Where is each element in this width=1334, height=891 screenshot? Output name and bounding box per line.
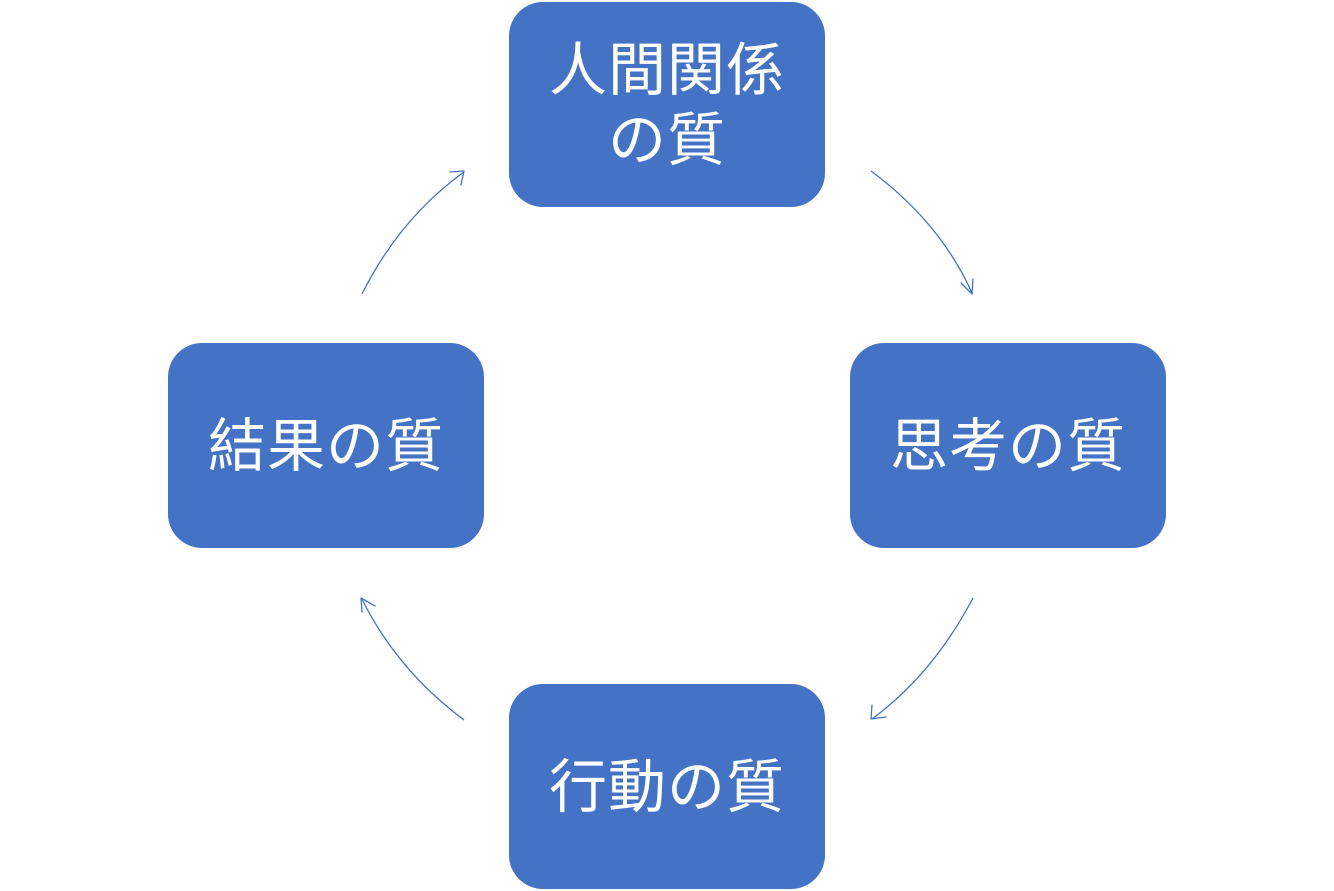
node-label: 結果の質 (207, 411, 444, 480)
arrowhead-icon (449, 170, 465, 186)
arrow-top-to-right (870, 170, 974, 295)
node-label: 人間関係の質 (548, 35, 785, 174)
node-result-quality: 結果の質 (168, 343, 484, 548)
node-action-quality: 行動の質 (509, 684, 825, 889)
arrowhead-icon (870, 704, 887, 720)
node-label: 行動の質 (548, 752, 785, 821)
arrow-right-to-bottom (870, 597, 974, 720)
node-thinking-quality: 思考の質 (850, 343, 1166, 548)
node-label: 思考の質 (889, 411, 1126, 480)
arrowhead-icon (360, 597, 376, 613)
arrow-bottom-to-left (360, 597, 465, 721)
node-human-relationship-quality: 人間関係の質 (509, 2, 825, 207)
arrow-left-to-top (361, 170, 465, 295)
arrowhead-icon (960, 278, 974, 295)
